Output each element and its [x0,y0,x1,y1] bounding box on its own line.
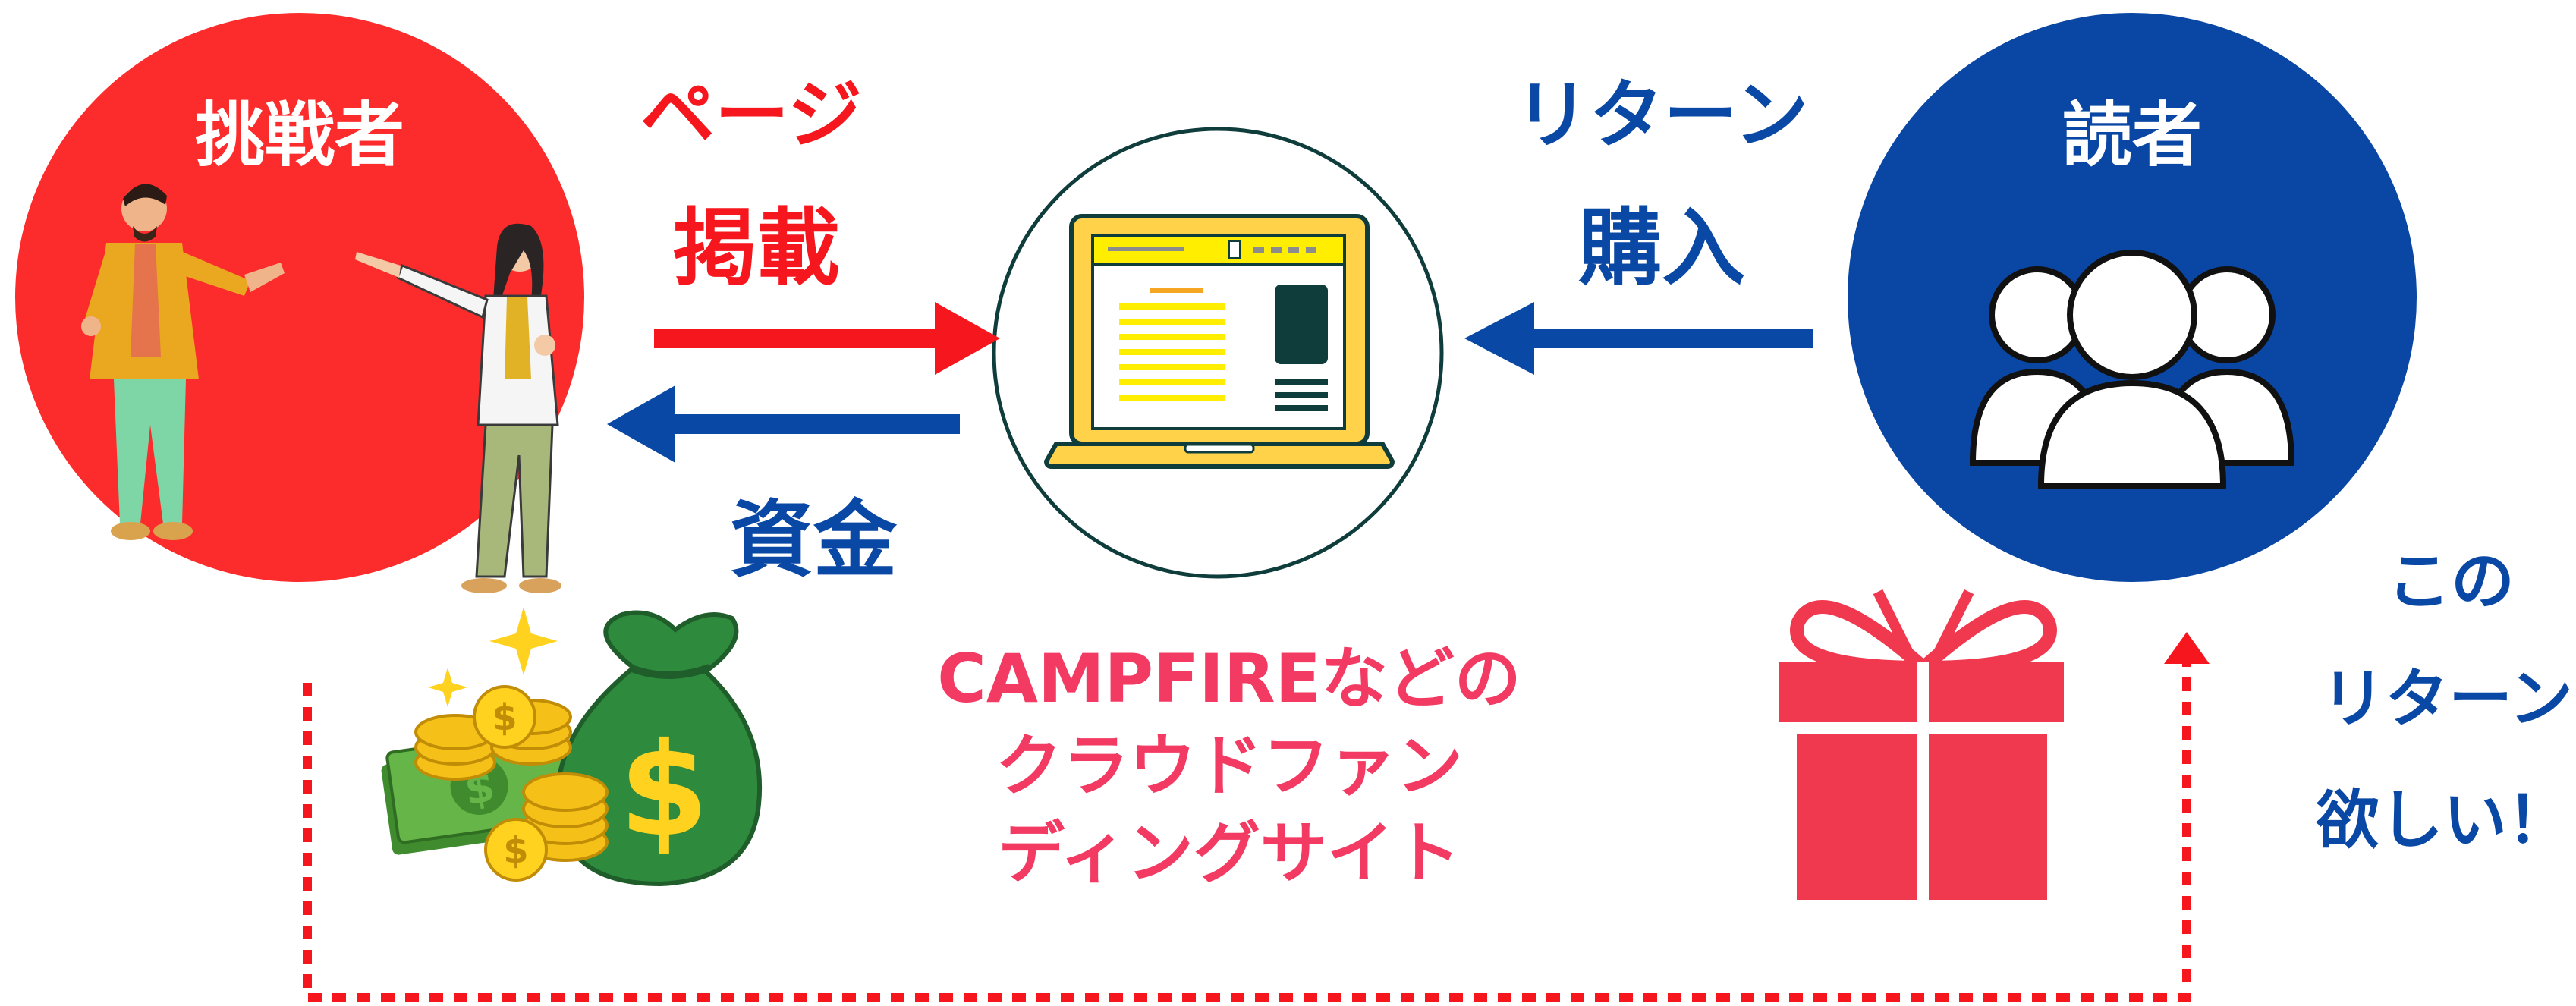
man-figure [81,184,285,540]
wish-line3: 欲しい！ [2315,783,2571,857]
platform-caption-line1: CAMPFIREなどの [937,640,1521,718]
reader-node: 読者 [1848,13,2417,582]
challenger-node: 挑戦者 [15,13,584,593]
woman-figure [355,223,561,593]
svg-text:$: $ [619,715,709,866]
purchase-label: 購入 [1578,200,1745,297]
money-bag-and-coins-icon: $ $ $ $ [381,607,763,887]
feedback-dotted-path [303,632,2210,1002]
funds-label: 資金 [730,492,898,589]
challenger-label: 挑戦者 [195,95,404,176]
return-purchase-arrow [1464,302,1813,375]
reader-label: 読者 [2062,95,2202,176]
platform-node [992,127,1444,579]
wish-line2: リターン [2321,662,2573,736]
post-label: 掲載 [673,200,840,297]
page-label: ページ [640,72,862,159]
return-label: リターン [1514,72,1808,159]
svg-text:$: $ [503,829,528,872]
gift-box-icon [1779,589,2064,900]
wish-line1: この [2387,544,2515,618]
svg-text:$: $ [492,696,517,739]
platform-caption-line2: クラウドファン [995,727,1463,805]
presenting-people-illustration [81,184,561,593]
laptop-icon [1043,214,1395,469]
funds-arrow [607,385,960,463]
user-group-icon [1969,250,2295,489]
platform-caption-line3: ディングサイト [998,814,1461,892]
page-post-arrow [654,302,1000,375]
